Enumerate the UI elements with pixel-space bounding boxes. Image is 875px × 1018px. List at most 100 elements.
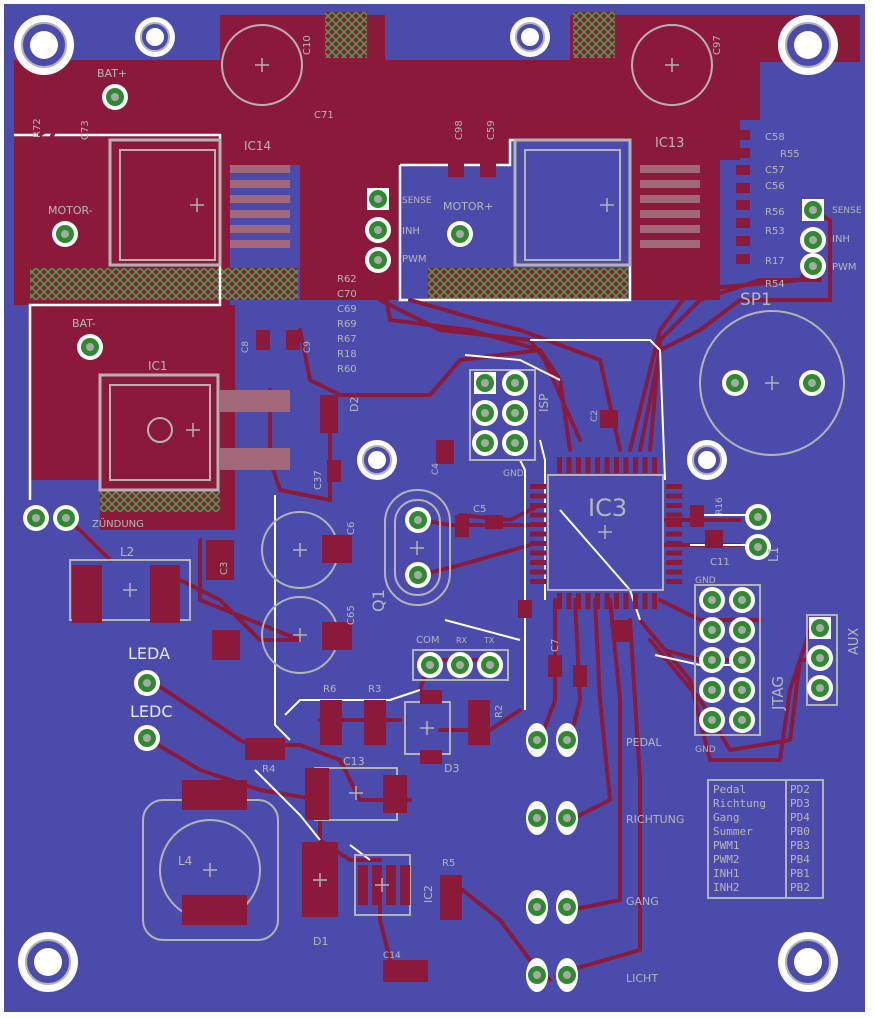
through-hole-pad bbox=[474, 372, 496, 394]
label-c58: C58 bbox=[765, 132, 785, 143]
label-r16: R16 bbox=[715, 497, 725, 515]
label-ic13: IC13 bbox=[655, 136, 684, 151]
label-c9: C9 bbox=[303, 341, 313, 353]
ic3-pin bbox=[642, 457, 648, 473]
label-com: COM bbox=[416, 635, 439, 646]
label-c5: C5 bbox=[473, 504, 486, 515]
ic3-pin bbox=[633, 457, 638, 473]
through-hole-pads bbox=[23, 84, 833, 992]
pin-mapping-table: Pedal PD2 Richtung PD3 Gang PD4 Summer P… bbox=[713, 783, 810, 894]
through-hole-pad bbox=[472, 430, 498, 456]
label-inh-right: INH bbox=[832, 234, 850, 245]
through-hole-pad bbox=[367, 188, 389, 210]
ic3-pin bbox=[666, 541, 682, 546]
label-sense-left: SENSE bbox=[402, 196, 432, 206]
ic3-pin bbox=[666, 579, 682, 584]
through-hole-pad bbox=[699, 707, 725, 733]
label-ic1: IC1 bbox=[148, 359, 168, 373]
label-inh-left: INH bbox=[402, 226, 420, 237]
ic3-pin bbox=[566, 457, 572, 473]
through-hole-pad bbox=[729, 707, 755, 733]
label-gang: GANG bbox=[626, 895, 659, 908]
ic-pin-rows bbox=[220, 165, 700, 470]
label-zundung: ZÜNDUNG bbox=[92, 517, 144, 530]
label-c37: C37 bbox=[313, 470, 324, 490]
label-rx: RX bbox=[456, 636, 468, 645]
ic3-pin bbox=[652, 457, 657, 473]
through-hole-pad bbox=[52, 221, 78, 247]
ic3-pin bbox=[614, 593, 619, 609]
ic3-pin bbox=[595, 593, 600, 609]
through-hole-pad bbox=[23, 505, 49, 531]
mount-hole-bl bbox=[18, 932, 78, 992]
ic3-pin bbox=[530, 522, 546, 527]
label-c8: C8 bbox=[241, 341, 251, 353]
mounting-holes bbox=[14, 15, 838, 992]
through-hole-pad bbox=[800, 253, 826, 279]
pin-table-port: PD2 bbox=[790, 783, 810, 796]
through-hole-pad bbox=[365, 217, 391, 243]
pin-table-port: PB2 bbox=[790, 881, 810, 894]
stacked-label-6: R60 bbox=[337, 364, 357, 375]
ic3-pin bbox=[530, 560, 546, 565]
through-hole-pad bbox=[502, 400, 528, 426]
ic3-pin bbox=[614, 457, 619, 473]
through-hole-pad bbox=[799, 370, 825, 396]
through-hole-pad bbox=[745, 504, 771, 530]
pin-table-signal: INH1 bbox=[713, 867, 740, 880]
stacked-label-5: R18 bbox=[337, 349, 357, 360]
label-pwm-right: PWM bbox=[832, 262, 857, 273]
label-bat-minus: BAT- bbox=[72, 317, 96, 330]
ic3-pin bbox=[530, 531, 546, 537]
label-ic3: IC3 bbox=[588, 494, 627, 522]
label-c6: C6 bbox=[346, 522, 357, 535]
pin-table-signal: Gang bbox=[713, 811, 740, 824]
pin-table-port: PD4 bbox=[790, 811, 810, 824]
ic3-pin bbox=[652, 593, 657, 609]
mount-hole-small-4 bbox=[687, 440, 727, 480]
ic3-pin bbox=[530, 569, 546, 575]
label-r3: R3 bbox=[368, 684, 381, 695]
label-ledc: LEDC bbox=[130, 702, 173, 721]
label-r2: R2 bbox=[494, 705, 505, 718]
through-hole-pad bbox=[502, 370, 528, 396]
stacked-label-0: R62 bbox=[337, 274, 357, 285]
label-c57: C57 bbox=[765, 165, 785, 176]
label-c71: C71 bbox=[314, 110, 334, 121]
pin-table-signal: Summer bbox=[713, 825, 753, 838]
through-hole-pad bbox=[556, 801, 578, 835]
ic3-pin bbox=[595, 457, 600, 473]
stacked-label-4: R67 bbox=[337, 334, 357, 345]
through-hole-pad bbox=[729, 617, 755, 643]
ic3-pin bbox=[642, 593, 648, 609]
label-d3: D3 bbox=[444, 762, 459, 775]
ic3-pin bbox=[530, 550, 546, 556]
through-hole-pad bbox=[802, 199, 824, 221]
through-hole-pad bbox=[77, 334, 103, 360]
through-hole-pad bbox=[526, 801, 548, 835]
label-r54: R54 bbox=[765, 279, 785, 290]
pin-table-signal: PWM2 bbox=[713, 853, 740, 866]
ic3-pin bbox=[666, 503, 682, 508]
copper-traces bbox=[38, 98, 832, 982]
pin-table-port: PB0 bbox=[790, 825, 810, 838]
through-hole-pad bbox=[722, 370, 748, 396]
pin-table-signal: INH2 bbox=[713, 881, 740, 894]
ic3-pin bbox=[666, 569, 682, 575]
label-jtag: JTAG bbox=[769, 676, 787, 711]
label-aux: AUX bbox=[847, 628, 862, 655]
label-c98: C98 bbox=[454, 120, 465, 140]
stacked-label-1: C70 bbox=[337, 289, 357, 300]
through-hole-pad bbox=[745, 534, 771, 560]
label-c3: C3 bbox=[219, 562, 230, 575]
through-hole-pad bbox=[556, 723, 578, 757]
silkscreen-text: BAT+ BAT- MOTOR- MOTOR+ ZÜNDUNG SENSE IN… bbox=[32, 35, 862, 985]
ic3-pin bbox=[530, 512, 546, 518]
mount-hole-tr bbox=[778, 15, 838, 75]
label-c2: C2 bbox=[590, 410, 600, 422]
label-l4: L4 bbox=[178, 854, 192, 868]
label-l1: L1 bbox=[767, 546, 782, 562]
through-hole-pad bbox=[477, 652, 503, 678]
label-richtung: RICHTUNG bbox=[626, 813, 684, 826]
label-leda: LEDA bbox=[128, 644, 170, 663]
